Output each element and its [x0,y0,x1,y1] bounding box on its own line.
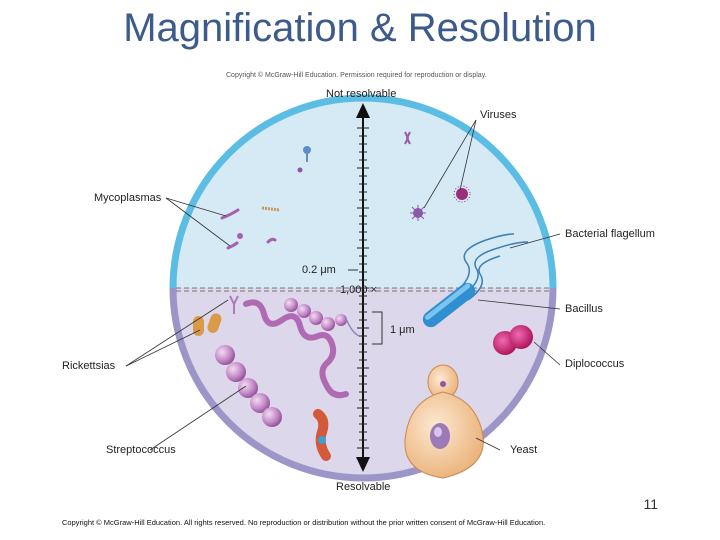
scale-arrow-up [356,103,370,118]
dividing-cell-icon [313,409,331,461]
spirillum-icon [243,299,349,399]
diplococcus-icon [493,325,533,355]
scale-mark-1000x: 1,000 × [340,284,378,296]
label-rickettsias: Rickettsias [62,360,116,372]
yeast-icon [404,364,484,479]
page-number: 11 [643,496,658,512]
mycoplasma-icons [220,206,281,250]
label-viruses: Viruses [480,109,517,121]
slide-title: Magnification & Resolution [123,6,597,50]
label-diplococcus: Diplococcus [565,358,625,370]
virus-icons [297,131,471,221]
bacillus-icon [422,233,529,328]
scale-ticks [357,127,369,449]
label-streptococcus: Streptococcus [106,444,176,456]
lower-rim [169,287,557,482]
scale-arrow-down [356,457,370,472]
label-mycoplasmas: Mycoplasmas [94,192,162,204]
leader-lines [125,119,561,451]
resolvable-label: Resolvable [336,481,391,493]
figure-copyright: Copyright © McGraw-Hill Education. Permi… [226,72,487,79]
coccus-chain-icon [284,298,360,337]
scale-mark-1-um: 1 μm [390,324,415,336]
scale-mark-0-2-um: 0.2 μm [302,264,336,276]
label-bacterial-flagellum: Bacterial flagellum [565,228,655,240]
upper-rim [169,94,557,289]
copyright-footer: Copyright © McGraw-Hill Education. All r… [62,518,546,527]
not-resolvable-label: Not resolvable [326,88,397,100]
label-yeast: Yeast [510,444,538,456]
label-bacillus: Bacillus [565,303,603,315]
streptococcus-icon [215,345,282,427]
one-micron-bracket [372,311,383,345]
